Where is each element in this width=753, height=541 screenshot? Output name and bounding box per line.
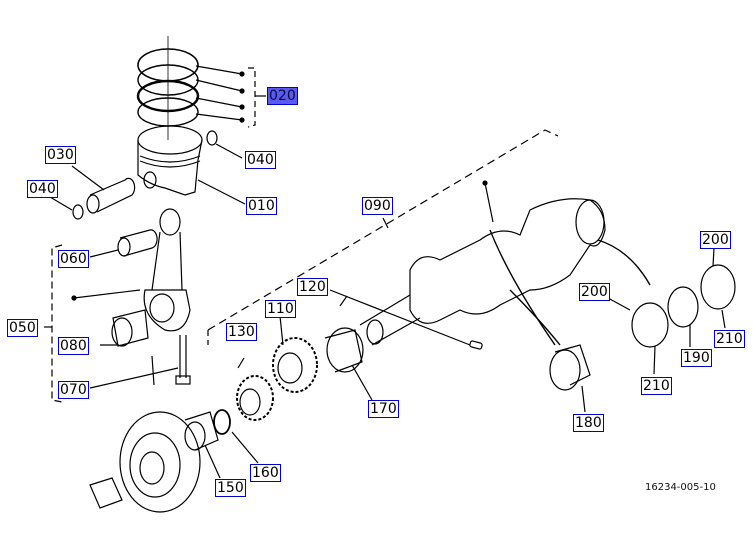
callout-060[interactable]: 060 [58, 250, 89, 268]
callout-120[interactable]: 120 [297, 278, 328, 296]
callout-070[interactable]: 070 [58, 381, 89, 399]
callout-180[interactable]: 180 [573, 414, 604, 432]
callout-040-left[interactable]: 040 [27, 180, 58, 198]
callout-200-right[interactable]: 200 [700, 231, 731, 249]
piston [137, 125, 246, 205]
callout-110[interactable]: 110 [265, 300, 296, 318]
main-bearings [549, 247, 736, 413]
piston-rings [136, 36, 266, 140]
callout-210-left[interactable]: 210 [641, 377, 672, 395]
callout-190[interactable]: 190 [681, 349, 712, 367]
gears [89, 295, 373, 513]
callout-080[interactable]: 080 [58, 337, 89, 355]
callout-150[interactable]: 150 [215, 479, 246, 497]
callout-020[interactable]: 020 [267, 87, 298, 105]
callout-200-left[interactable]: 200 [579, 283, 610, 301]
callout-050[interactable]: 050 [7, 319, 38, 337]
callout-170[interactable]: 170 [368, 400, 399, 418]
callout-010[interactable]: 010 [246, 197, 277, 215]
callout-160[interactable]: 160 [250, 464, 281, 482]
connecting-rod [44, 208, 191, 403]
diagram-reference-code: 16234-005-10 [645, 482, 716, 493]
crankshaft [207, 129, 651, 350]
piston-pin [49, 165, 136, 220]
callout-030[interactable]: 030 [45, 146, 76, 164]
callout-090[interactable]: 090 [362, 197, 393, 215]
callout-040-right[interactable]: 040 [245, 151, 276, 169]
callout-210-right[interactable]: 210 [714, 330, 745, 348]
callout-130[interactable]: 130 [226, 323, 257, 341]
